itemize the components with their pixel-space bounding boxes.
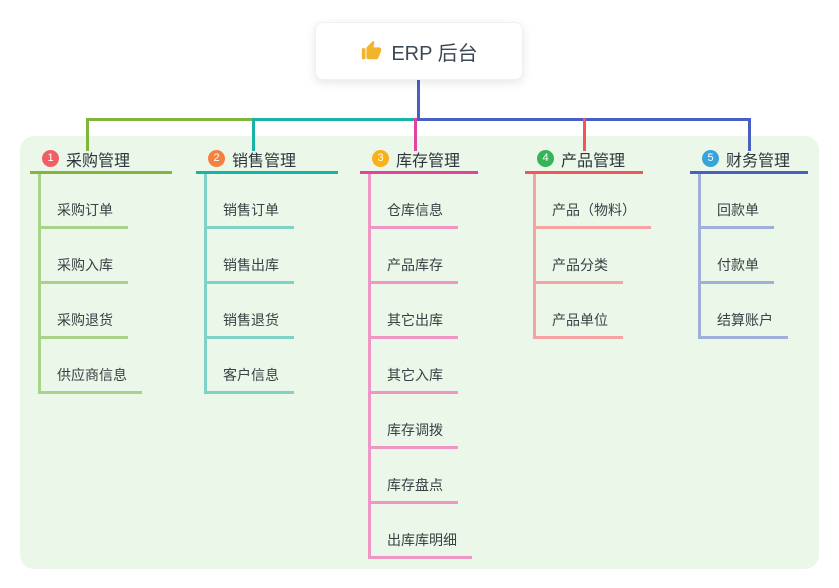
branch-title: 采购管理 [66, 152, 131, 170]
child-node[interactable]: 销售订单 [207, 174, 338, 229]
child-node-label: 产品库存 [371, 255, 458, 284]
child-node[interactable]: 销售退货 [207, 284, 338, 339]
branch-topic-finance[interactable]: 5 财务管理 [690, 148, 808, 174]
branch-children: 产品（物料） 产品分类 产品单位 [533, 174, 651, 339]
branch-product-management: 4 产品管理 产品（物料） 产品分类 产品单位 [525, 148, 651, 339]
branch-number-badge: 4 [537, 150, 554, 167]
child-node[interactable]: 其它出库 [371, 284, 478, 339]
root-node-label: ERP 后台 [391, 42, 478, 65]
child-node[interactable]: 产品（物料） [536, 174, 651, 229]
child-node-label: 采购入库 [41, 255, 128, 284]
child-node[interactable]: 采购入库 [41, 229, 172, 284]
branch-children: 销售订单 销售出库 销售退货 客户信息 [204, 174, 338, 394]
child-node-label: 销售出库 [207, 255, 294, 284]
connector-drop-branch3 [414, 118, 417, 151]
root-connector-line [417, 80, 420, 118]
branch-number-badge: 3 [372, 150, 389, 167]
child-node[interactable]: 产品单位 [536, 284, 651, 339]
child-node-label: 库存调拨 [371, 420, 458, 449]
child-node-label: 供应商信息 [41, 365, 142, 394]
connector-drop-branch2 [252, 118, 255, 151]
child-node[interactable]: 仓库信息 [371, 174, 478, 229]
child-node-label: 产品分类 [536, 255, 623, 284]
branch-children: 回款单 付款单 结算账户 [698, 174, 808, 339]
child-node-label: 采购订单 [41, 200, 128, 229]
connector-drop-branch5 [748, 118, 751, 151]
branch-sales-management: 2 销售管理 销售订单 销售出库 销售退货 客户信息 [196, 148, 338, 394]
branch-topic-sales[interactable]: 2 销售管理 [196, 148, 338, 174]
child-node-label: 客户信息 [207, 365, 294, 394]
thumbs-up-icon [362, 40, 382, 60]
child-node-label: 结算账户 [701, 310, 788, 339]
child-node[interactable]: 回款单 [701, 174, 808, 229]
branch-topic-inventory[interactable]: 3 库存管理 [360, 148, 478, 174]
child-node-label: 销售订单 [207, 200, 294, 229]
child-node[interactable]: 其它入库 [371, 339, 478, 394]
child-node[interactable]: 产品分类 [536, 229, 651, 284]
child-node[interactable]: 库存盘点 [371, 449, 478, 504]
child-node[interactable]: 销售出库 [207, 229, 338, 284]
branch-title: 销售管理 [232, 152, 297, 170]
branches-background-panel [20, 136, 819, 569]
connector-bus-left-green [86, 118, 255, 121]
child-node[interactable]: 采购退货 [41, 284, 172, 339]
child-node-label: 其它出库 [371, 310, 458, 339]
connector-drop-branch1 [86, 118, 89, 151]
branch-number-badge: 2 [208, 150, 225, 167]
branch-topic-purchase[interactable]: 1 采购管理 [30, 148, 172, 174]
child-node[interactable]: 出库库明细 [371, 504, 478, 559]
root-node-erp[interactable]: ERP 后台 [315, 22, 523, 80]
child-node[interactable]: 采购订单 [41, 174, 172, 229]
branch-purchase-management: 1 采购管理 采购订单 采购入库 采购退货 供应商信息 [30, 148, 172, 394]
child-node[interactable]: 产品库存 [371, 229, 478, 284]
child-node[interactable]: 供应商信息 [41, 339, 172, 394]
branch-children: 采购订单 采购入库 采购退货 供应商信息 [38, 174, 172, 394]
child-node[interactable]: 结算账户 [701, 284, 808, 339]
child-node-label: 产品单位 [536, 310, 623, 339]
child-node-label: 回款单 [701, 200, 774, 229]
branch-title: 财务管理 [726, 152, 791, 170]
branch-children: 仓库信息 产品库存 其它出库 其它入库 库存调拨 库存盘点 出库库明细 [368, 174, 478, 559]
child-node-label: 仓库信息 [371, 200, 458, 229]
child-node[interactable]: 库存调拨 [371, 394, 478, 449]
connector-drop-branch4 [583, 118, 586, 151]
branch-finance-management: 5 财务管理 回款单 付款单 结算账户 [690, 148, 808, 339]
child-node-label: 采购退货 [41, 310, 128, 339]
branch-number-badge: 1 [42, 150, 59, 167]
child-node[interactable]: 付款单 [701, 229, 808, 284]
branch-title: 库存管理 [396, 152, 461, 170]
child-node-label: 其它入库 [371, 365, 458, 394]
child-node[interactable]: 客户信息 [207, 339, 338, 394]
connector-bus-left-teal [253, 118, 419, 121]
branch-inventory-management: 3 库存管理 仓库信息 产品库存 其它出库 其它入库 库存调拨 库存盘点 出库库… [360, 148, 478, 559]
child-node-label: 出库库明细 [371, 530, 472, 559]
branch-topic-product[interactable]: 4 产品管理 [525, 148, 643, 174]
child-node-label: 库存盘点 [371, 475, 458, 504]
child-node-label: 付款单 [701, 255, 774, 284]
branch-title: 产品管理 [561, 152, 626, 170]
child-node-label: 销售退货 [207, 310, 294, 339]
branch-number-badge: 5 [702, 150, 719, 167]
child-node-label: 产品（物料） [536, 200, 651, 229]
